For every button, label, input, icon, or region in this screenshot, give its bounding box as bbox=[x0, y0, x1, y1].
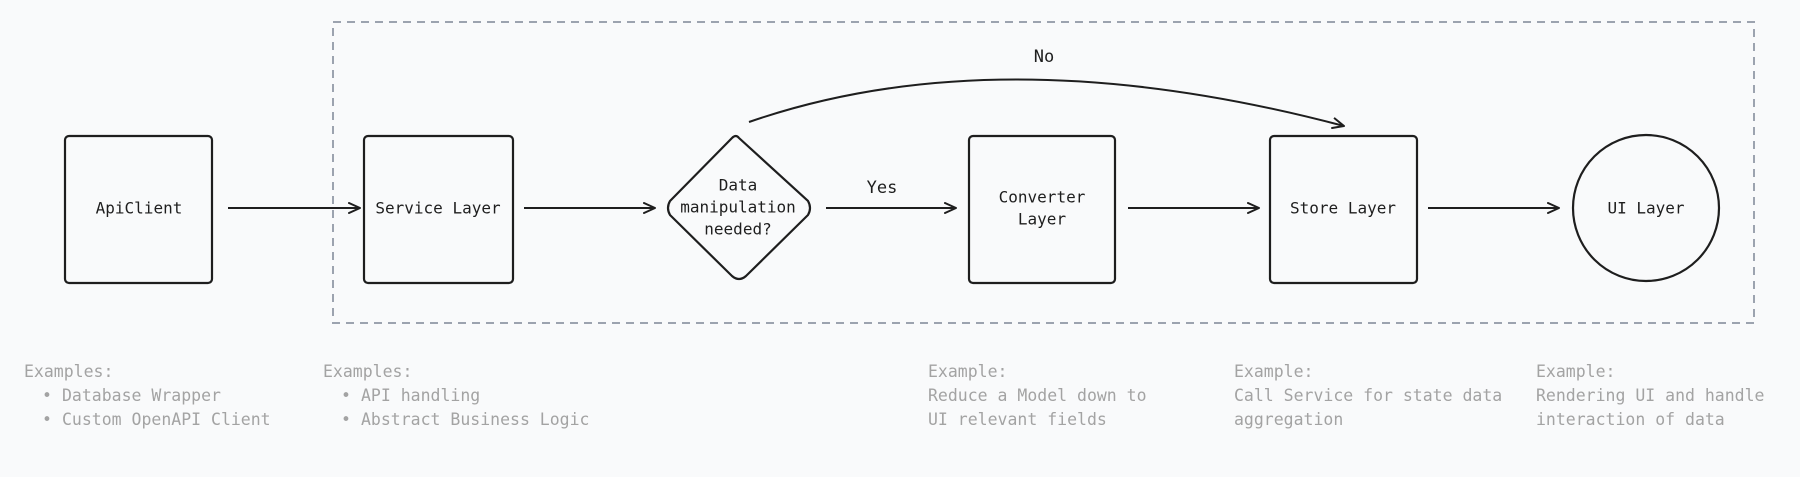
note-store-layer: Example: Call Service for state data agg… bbox=[1234, 360, 1502, 432]
note-converter-layer-line-2: UI relevant fields bbox=[928, 410, 1107, 429]
node-ui-layer: UI Layer bbox=[1571, 133, 1721, 283]
note-ui-layer-heading: Example: bbox=[1536, 362, 1616, 381]
node-ui-layer-label: UI Layer bbox=[1607, 199, 1684, 218]
note-service-layer-heading: Examples: bbox=[323, 362, 413, 381]
note-store-layer-line-2: aggregation bbox=[1234, 410, 1344, 429]
converter-label-line-1: Converter bbox=[999, 188, 1086, 207]
note-api-client: Examples: Database Wrapper Custom OpenAP… bbox=[24, 360, 271, 432]
decision-label-line-3: needed? bbox=[704, 220, 771, 239]
edge-label-yes: Yes bbox=[867, 178, 898, 198]
note-converter-layer-line-1: Reduce a Model down to bbox=[928, 386, 1147, 405]
note-service-layer-list: API handling Abstract Business Logic bbox=[323, 384, 590, 432]
note-converter-layer: Example: Reduce a Model down to UI relev… bbox=[928, 360, 1147, 432]
node-service-layer-label: Service Layer bbox=[375, 199, 501, 218]
note-ui-layer-line-2: interaction of data bbox=[1536, 410, 1725, 429]
list-item: Custom OpenAPI Client bbox=[42, 408, 271, 432]
node-api-client: ApiClient bbox=[63, 134, 214, 285]
note-api-client-list: Database Wrapper Custom OpenAPI Client bbox=[24, 384, 271, 432]
edge-decision-to-store-no bbox=[748, 78, 1345, 130]
node-api-client-label: ApiClient bbox=[96, 199, 183, 218]
note-converter-layer-heading: Example: bbox=[928, 362, 1008, 381]
node-service-layer: Service Layer bbox=[362, 134, 515, 285]
boundary-frame bbox=[332, 21, 1755, 324]
node-store-layer: Store Layer bbox=[1268, 134, 1419, 285]
node-decision: Data manipulation needed? bbox=[666, 134, 812, 281]
node-store-layer-label: Store Layer bbox=[1290, 199, 1396, 218]
decision-label-line-1: Data bbox=[719, 176, 758, 195]
edge-label-no: No bbox=[1034, 47, 1054, 67]
note-store-layer-line-1: Call Service for state data bbox=[1234, 386, 1503, 405]
node-converter-layer: Converter Layer bbox=[967, 134, 1117, 285]
note-api-client-heading: Examples: bbox=[24, 362, 114, 381]
list-item: Database Wrapper bbox=[42, 384, 271, 408]
note-service-layer: Examples: API handling Abstract Business… bbox=[323, 360, 589, 432]
decision-label-line-2: manipulation bbox=[680, 198, 796, 217]
note-store-layer-heading: Example: bbox=[1234, 362, 1314, 381]
converter-label-line-2: Layer bbox=[1018, 210, 1067, 229]
note-ui-layer: Example: Rendering UI and handle interac… bbox=[1536, 360, 1764, 432]
list-item: Abstract Business Logic bbox=[341, 408, 590, 432]
note-ui-layer-line-1: Rendering UI and handle bbox=[1536, 386, 1765, 405]
list-item: API handling bbox=[341, 384, 589, 408]
